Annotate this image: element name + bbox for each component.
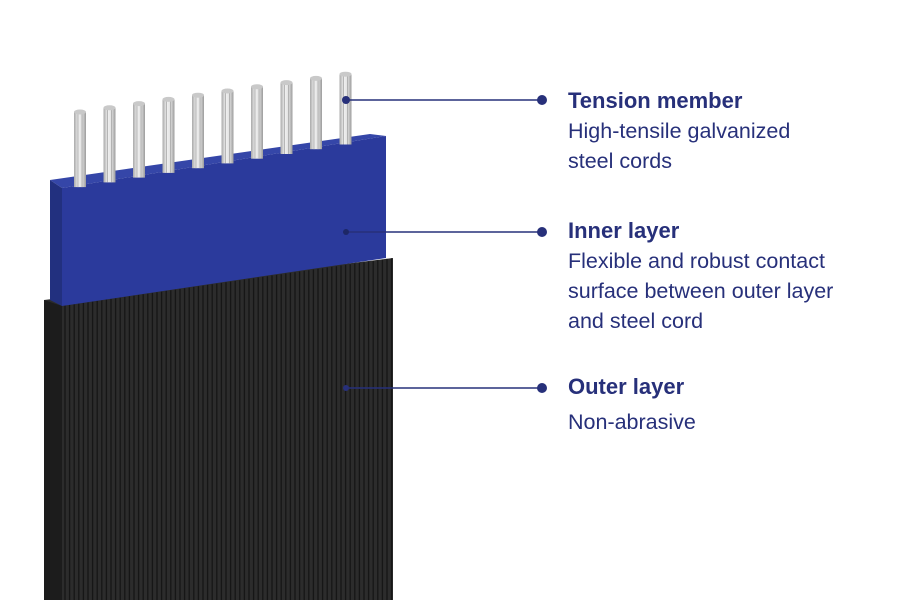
label-inner-layer-line-1: Flexible and robust contact xyxy=(568,249,825,273)
steel-cord xyxy=(74,109,86,188)
steel-cord xyxy=(162,96,175,173)
label-inner-layer-line-3: and steel cord xyxy=(568,309,704,333)
label-inner-layer-title: Inner layer xyxy=(568,218,680,243)
steel-cord xyxy=(192,92,204,169)
label-tension-member: Tension member High-tensile galvanized s… xyxy=(568,86,790,176)
label-tension-member-line-2: steel cords xyxy=(568,149,672,173)
outer-layer-side-face xyxy=(44,300,62,600)
label-tension-member-line-1: High-tensile galvanized xyxy=(568,119,791,143)
leader-dot-outer-layer-end xyxy=(537,383,547,393)
label-inner-layer: Inner layer Flexible and robust contact … xyxy=(568,216,833,336)
leader-dot-tension-member-end xyxy=(537,95,547,105)
leader-dot-outer-layer-start xyxy=(343,385,349,391)
tension-member-cords xyxy=(74,71,352,188)
steel-cord xyxy=(133,101,145,178)
steel-cord xyxy=(103,105,116,183)
label-outer-layer: Outer layer Non-abrasive xyxy=(568,372,696,437)
label-outer-layer-title: Outer layer xyxy=(568,374,685,399)
outer-layer-ribs xyxy=(64,258,393,600)
inner-layer-side-face xyxy=(50,180,62,306)
steel-cord xyxy=(251,84,263,159)
steel-cord xyxy=(310,75,322,150)
outer-layer-body xyxy=(44,258,393,600)
steel-cord xyxy=(280,80,293,154)
steel-cord xyxy=(339,71,352,145)
leader-lines xyxy=(342,95,547,393)
leader-dot-inner-layer-end xyxy=(537,227,547,237)
label-outer-layer-line-1: Non-abrasive xyxy=(568,410,696,434)
inner-layer-front-face xyxy=(62,136,386,306)
label-tension-member-title: Tension member xyxy=(568,88,743,113)
label-inner-layer-line-2: surface between outer layer xyxy=(568,279,834,303)
outer-layer xyxy=(44,258,393,600)
steel-cord xyxy=(221,88,234,164)
leader-dot-tension-member-start xyxy=(342,96,350,104)
leader-dot-inner-layer-start xyxy=(343,229,349,235)
